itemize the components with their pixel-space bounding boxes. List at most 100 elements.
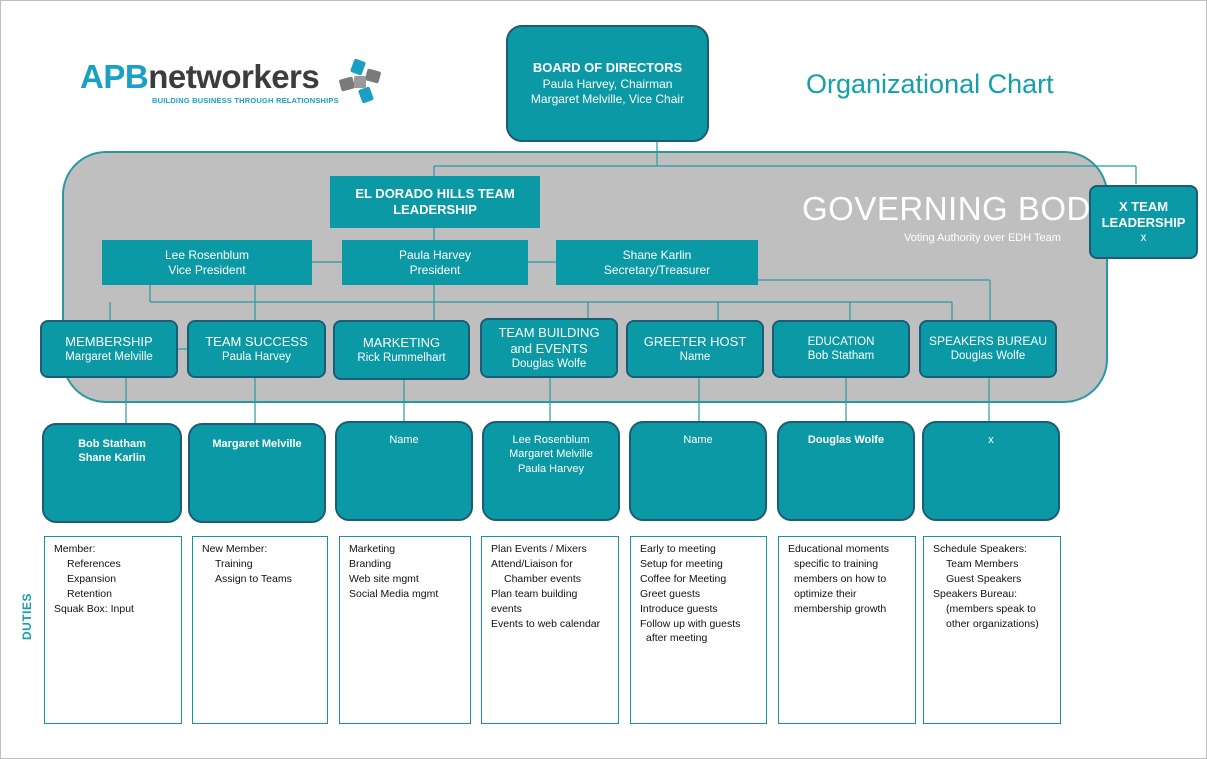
duties-box-team-success: New Member: Training Assign to Teams	[192, 536, 328, 724]
member-name: Douglas Wolfe	[807, 434, 885, 446]
officer-president-box: Paula Harvey President	[342, 240, 528, 285]
member-name: Margaret Melville	[212, 438, 302, 450]
member-name: Name	[683, 434, 713, 446]
officer-role: Vice President	[168, 262, 246, 277]
committee-title: TEAM BUILDING	[498, 324, 600, 340]
committee-lead: Paula Harvey	[221, 350, 292, 363]
committee-title: MEMBERSHIP	[65, 333, 153, 349]
officer-vice-president-box: Lee Rosenblum Vice President	[102, 240, 312, 285]
duty-line: Speakers Bureau:	[933, 587, 1018, 600]
committee-team-building-box: TEAM BUILDING and EVENTS Douglas Wolfe	[480, 318, 618, 378]
edh-line1: EL DORADO HILLS TEAM	[355, 185, 515, 201]
duty-line: Squak Box: Input	[54, 602, 134, 615]
duty-line: other organizations)	[946, 617, 1039, 630]
committee-title: EDUCATION	[807, 335, 875, 348]
member-name: Lee Rosenblum	[512, 434, 590, 446]
committee-lead: Rick Rummelhart	[357, 351, 446, 364]
duty-line: Follow up with guests	[640, 617, 741, 630]
x-team-line3: x	[1140, 232, 1147, 245]
x-team-leadership-box: X TEAM LEADERSHIP x	[1089, 185, 1198, 259]
committee-education-box: EDUCATION Bob Statham	[772, 320, 910, 378]
member-name: Paula Harvey	[517, 462, 585, 475]
members-box-education: Douglas Wolfe	[777, 421, 915, 521]
logo-brand-apb: APB	[80, 58, 149, 95]
officer-role: Secretary/Treasurer	[603, 262, 711, 277]
committee-title2: and EVENTS	[510, 340, 588, 356]
duty-line: References	[67, 557, 121, 570]
duty-line: Assign to Teams	[215, 572, 292, 585]
duty-line: after meeting	[646, 632, 708, 645]
officer-name: Paula Harvey	[398, 247, 472, 262]
committee-lead: Douglas Wolfe	[950, 350, 1026, 363]
duty-line: Team Members	[946, 557, 1019, 570]
committee-title: TEAM SUCCESS	[205, 333, 308, 349]
members-box-greeter-host: Name	[629, 421, 767, 521]
committee-membership-box: MEMBERSHIP Margaret Melville	[40, 320, 178, 378]
governing-body-title: GOVERNING BODY	[802, 190, 1114, 227]
member-name: x	[988, 434, 994, 446]
members-box-membership: Bob Statham Shane Karlin	[42, 423, 182, 523]
duty-line: membership growth	[794, 602, 887, 615]
duties-box-membership: Member: References Expansion Retention S…	[44, 536, 182, 724]
duty-line: Training	[215, 557, 253, 570]
duty-line: Coffee for Meeting	[640, 572, 727, 585]
puzzle-hands-icon	[339, 58, 381, 104]
x-team-line2: LEADERSHIP	[1101, 214, 1186, 230]
member-name: Bob Statham	[78, 438, 146, 450]
duty-line: members on how to	[794, 572, 887, 585]
duty-line: Events to web calendar	[491, 617, 601, 630]
duties-box-speakers-bureau: Schedule Speakers: Team Members Guest Sp…	[923, 536, 1061, 724]
members-box-team-building: Lee Rosenblum Margaret Melville Paula Ha…	[482, 421, 620, 521]
officer-name: Lee Rosenblum	[164, 247, 250, 262]
duty-line: Greet guests	[640, 587, 701, 600]
committee-lead: Name	[679, 350, 711, 363]
duty-line: optimize their	[794, 587, 857, 600]
member-name: Margaret Melville	[509, 448, 593, 461]
duty-line: events	[491, 602, 522, 615]
apb-logo: APBnetworkers BUILDING BUSINESS THROUGH …	[80, 58, 381, 105]
duty-line: Plan Events / Mixers	[491, 543, 587, 555]
duty-line: (members speak to	[946, 602, 1036, 615]
committee-marketing-box: MARKETING Rick Rummelhart	[333, 320, 470, 380]
duty-line: Schedule Speakers:	[933, 543, 1027, 555]
duties-box-greeter-host: Early to meeting Setup for meeting Coffe…	[630, 536, 767, 724]
board-title: BOARD OF DIRECTORS	[532, 60, 683, 76]
committee-title: GREETER HOST	[643, 333, 747, 349]
governing-body-subtitle: Voting Authority over EDH Team	[904, 232, 1061, 244]
members-box-team-success: Margaret Melville	[188, 423, 326, 523]
duty-line: Educational moments	[788, 543, 889, 555]
duty-line: Early to meeting	[640, 543, 716, 555]
committee-team-success-box: TEAM SUCCESS Paula Harvey	[187, 320, 326, 378]
duties-box-team-building: Plan Events / Mixers Attend/Liaison for …	[481, 536, 619, 724]
chart-title: Organizational Chart	[806, 69, 1054, 99]
duty-line: specific to training	[794, 557, 879, 570]
committee-lead: Bob Statham	[807, 350, 875, 362]
x-team-line1: X TEAM	[1118, 198, 1169, 214]
duty-line: Expansion	[67, 572, 117, 585]
board-vice-chair: Margaret Melville, Vice Chair	[530, 91, 685, 106]
board-of-directors-box: BOARD OF DIRECTORS Paula Harvey, Chairma…	[506, 25, 709, 142]
board-chairman: Paula Harvey, Chairman	[542, 76, 673, 91]
officer-name: Shane Karlin	[622, 247, 692, 262]
officer-role: President	[409, 262, 461, 277]
edh-team-leadership-box: EL DORADO HILLS TEAM LEADERSHIP	[330, 176, 540, 228]
member-name: Shane Karlin	[78, 452, 146, 465]
duty-line: Web site mgmt	[349, 572, 419, 585]
duties-box-education: Educational moments specific to training…	[778, 536, 916, 724]
duty-line: Attend/Liaison for	[491, 557, 573, 570]
logo-tagline: BUILDING BUSINESS THROUGH RELATIONSHIPS	[152, 96, 339, 105]
members-box-speakers-bureau: x	[922, 421, 1060, 521]
officer-secretary-treasurer-box: Shane Karlin Secretary/Treasurer	[556, 240, 758, 285]
duty-line: Guest Speakers	[946, 572, 1022, 585]
duty-line: Introduce guests	[640, 602, 718, 615]
duty-line: Member:	[54, 543, 96, 555]
duty-line: New Member:	[202, 543, 268, 555]
committee-title: SPEAKERS BUREAU	[928, 334, 1048, 349]
members-box-marketing: Name	[335, 421, 473, 521]
member-name: Name	[389, 434, 419, 446]
duty-line: Branding	[349, 557, 392, 570]
duties-box-marketing: Marketing Branding Web site mgmt Social …	[339, 536, 471, 724]
committee-greeter-host-box: GREETER HOST Name	[626, 320, 764, 378]
duties-label: DUTIES	[20, 592, 34, 640]
duty-line: Setup for meeting	[640, 557, 723, 570]
